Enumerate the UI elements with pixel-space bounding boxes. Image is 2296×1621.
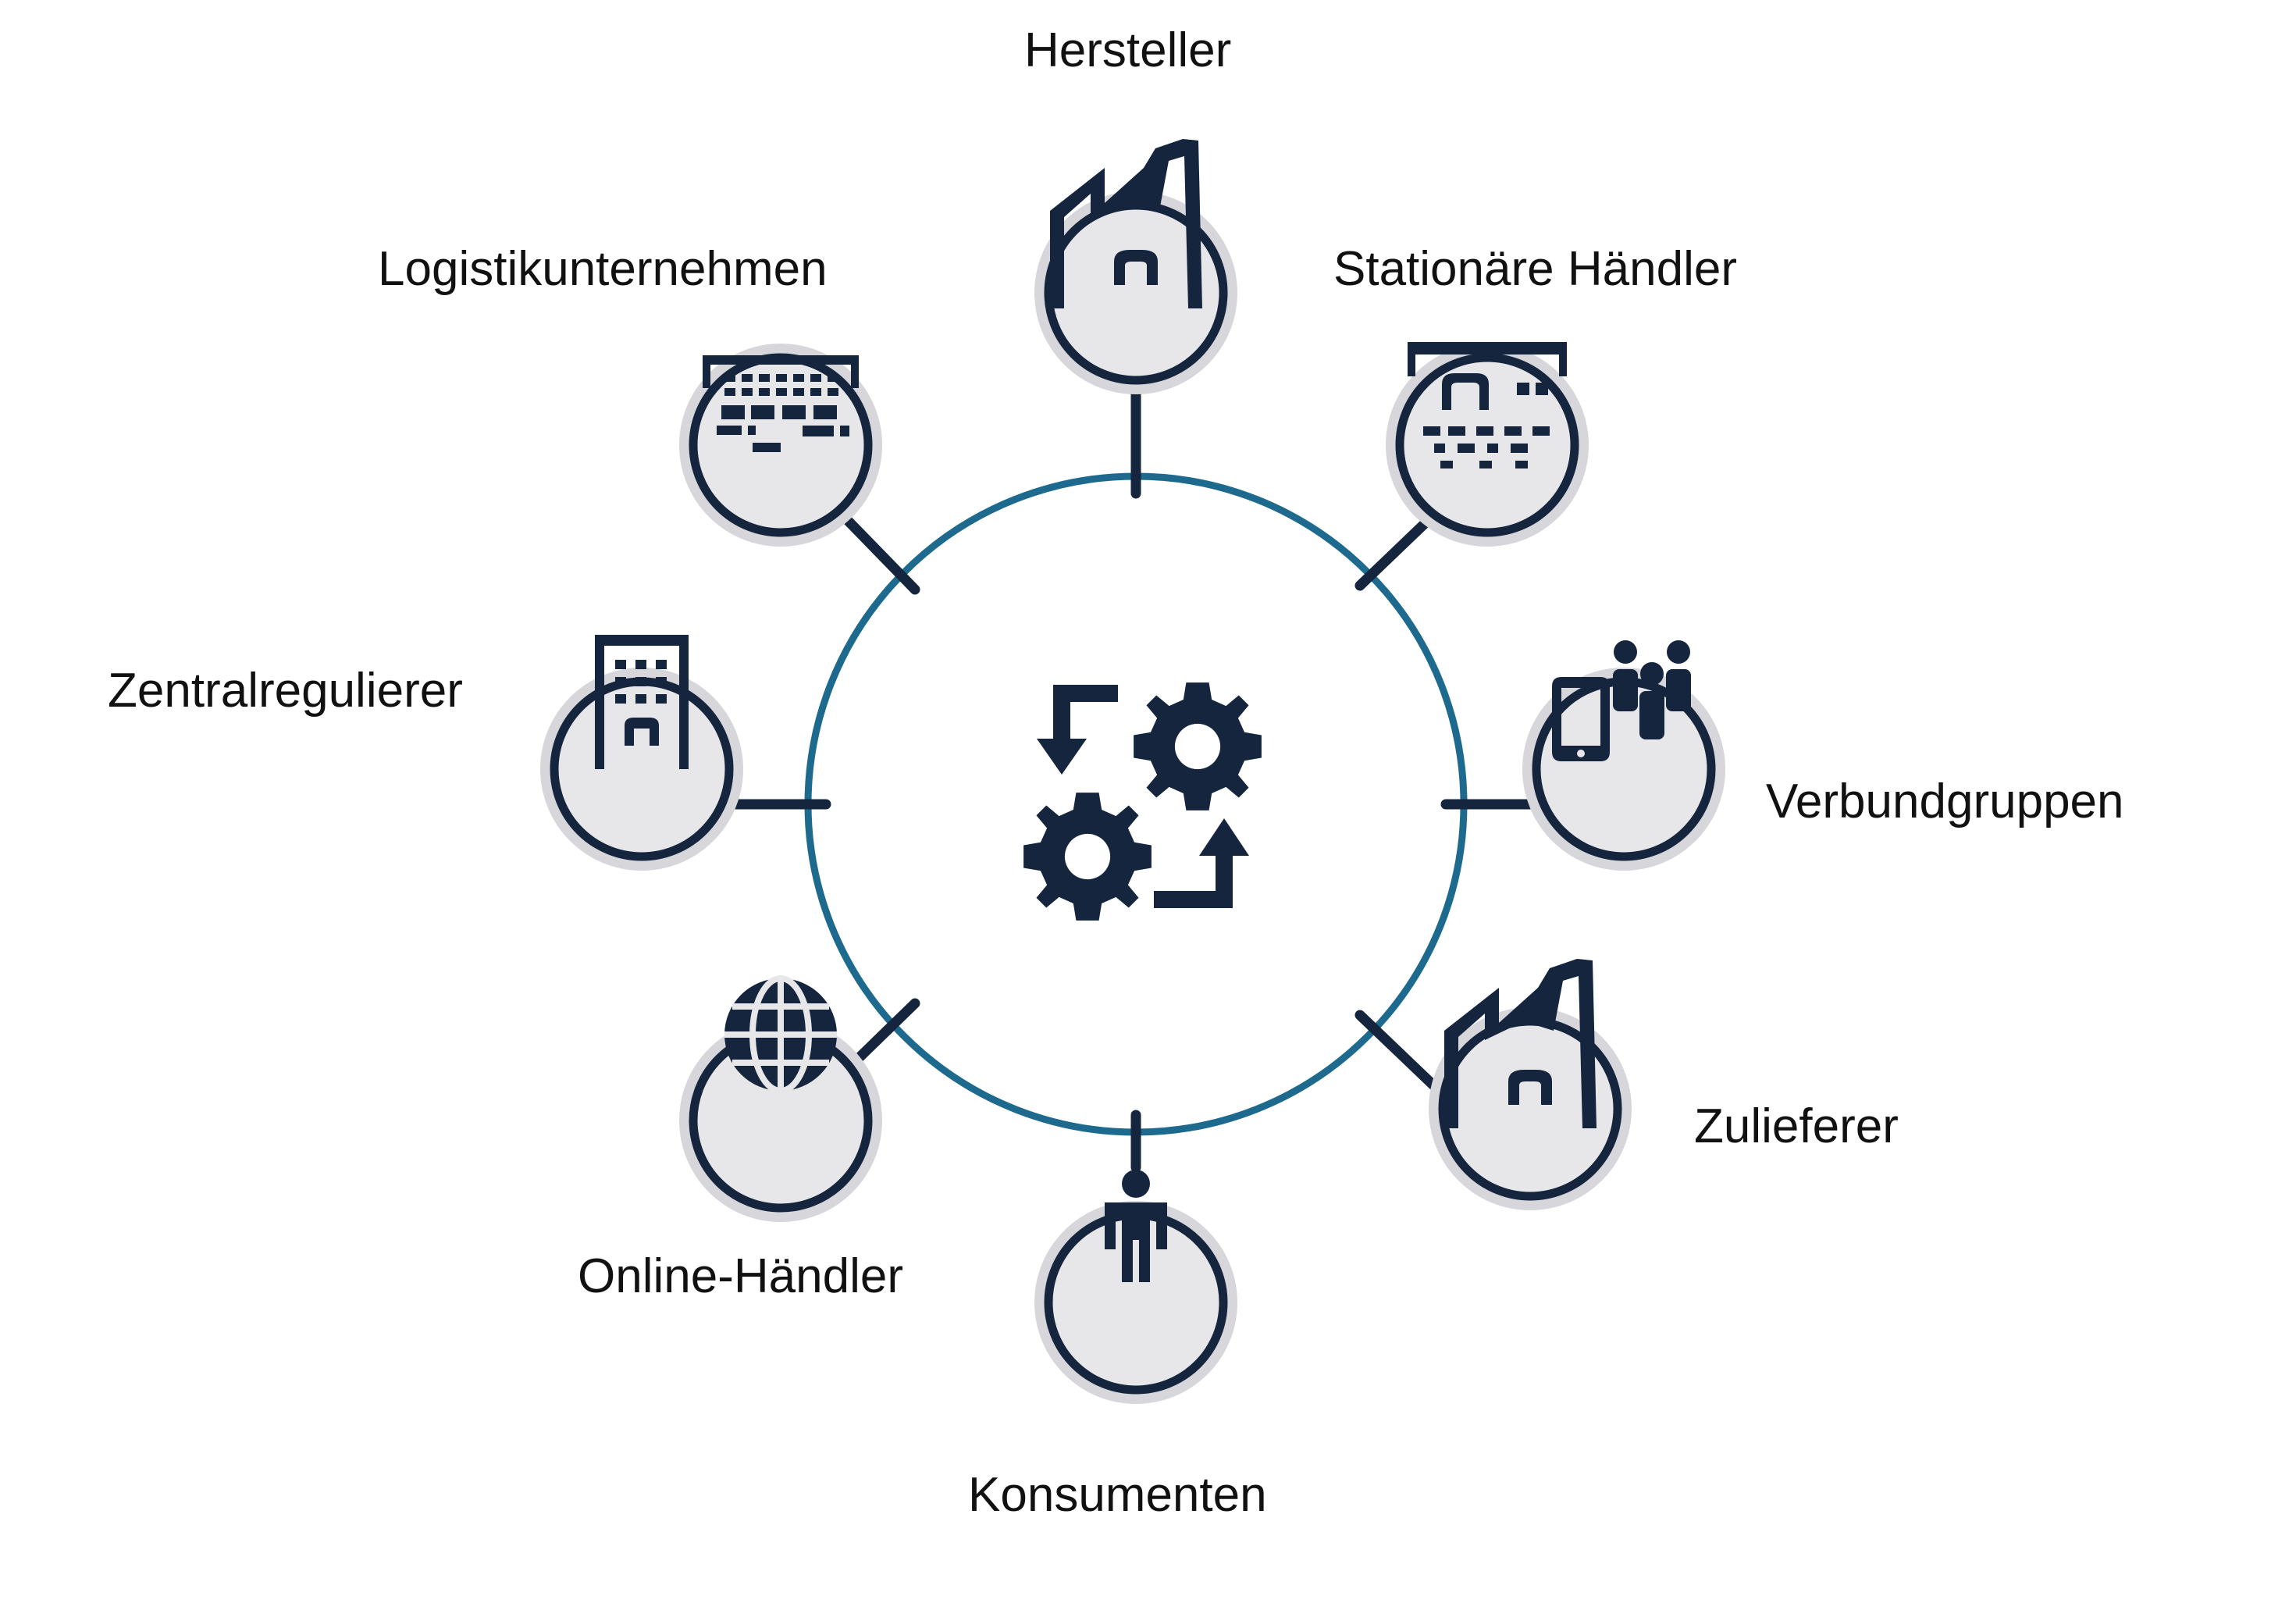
label-konsumenten: Konsumenten xyxy=(968,1468,1267,1522)
connector-online-haendler xyxy=(853,998,920,1063)
gears-cycle-icon xyxy=(1023,682,1262,921)
node-circle-hersteller xyxy=(1044,201,1228,385)
label-hersteller: Hersteller xyxy=(1024,23,1232,77)
label-stationaere-haendler: Stationäre Händler xyxy=(1333,242,1737,296)
storefront-icon xyxy=(1408,342,1567,468)
label-logistikunternehmen: Logistikunternehmen xyxy=(378,242,828,296)
factory-icon xyxy=(1050,139,1202,308)
warehouse-icon xyxy=(703,355,859,452)
label-zulieferer: Zulieferer xyxy=(1694,1099,1899,1153)
node-circle-zentralregulierer xyxy=(550,677,734,861)
person-icon xyxy=(1105,1170,1167,1282)
label-online-haendler: Online-Händler xyxy=(578,1249,903,1303)
label-verbundgruppen: Verbundgruppen xyxy=(1766,775,2124,828)
factory-icon xyxy=(1444,959,1597,1128)
node-icons xyxy=(595,139,1691,1282)
people-phone-icon xyxy=(1552,640,1691,761)
label-zentralregulierer: Zentralregulierer xyxy=(108,664,463,718)
office-building-icon xyxy=(595,635,689,769)
globe-icon xyxy=(724,975,837,1094)
node-circle-konsumenten xyxy=(1044,1210,1228,1395)
